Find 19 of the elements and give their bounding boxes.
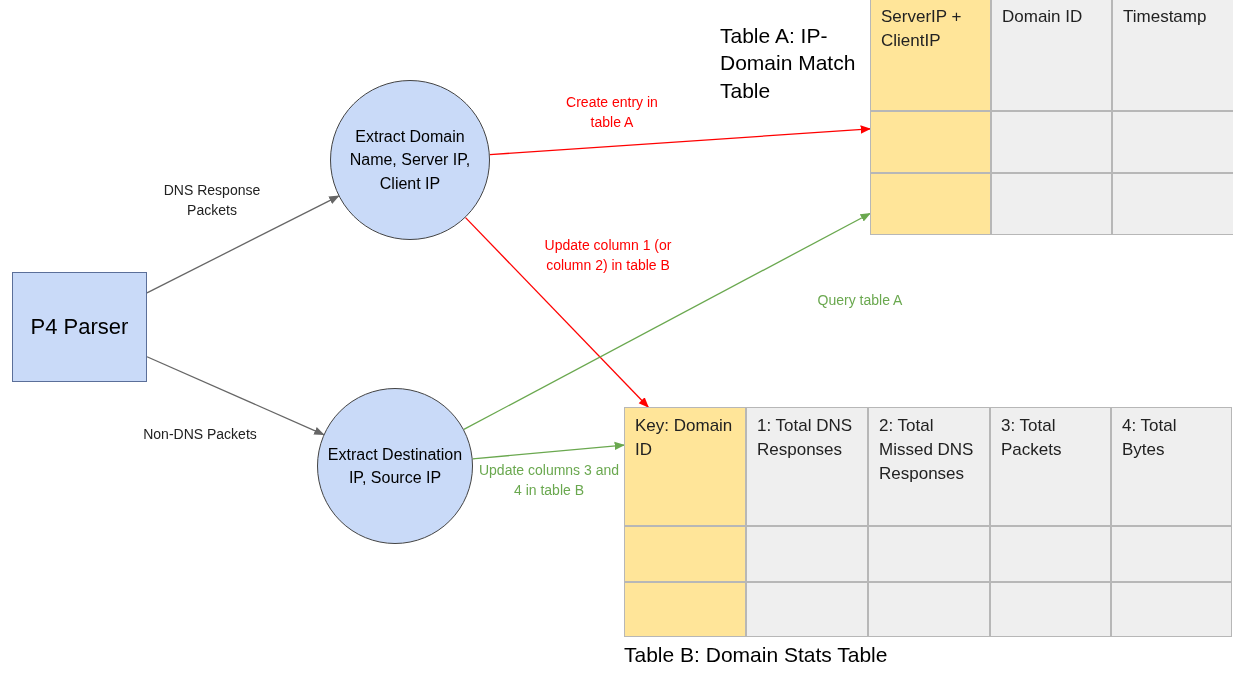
arrow	[472, 441, 626, 460]
process-circle: Extract Destination IP, Source IP	[317, 388, 473, 544]
column-header: Domain ID	[991, 0, 1112, 111]
column-header: ServerIP + ClientIP	[870, 0, 991, 111]
arrow	[464, 216, 649, 408]
table-title: Table B: Domain Stats Table	[624, 642, 889, 668]
column-header: Timestamp	[1112, 0, 1233, 111]
column-header: 1: Total DNS Responses	[746, 407, 868, 526]
arrow	[489, 125, 872, 156]
process-box: P4 Parser	[12, 272, 147, 382]
table-title: Table A: IP-Domain Match Table	[720, 23, 857, 104]
column-header: 4: Total Bytes	[1111, 407, 1232, 526]
arrow	[463, 212, 871, 431]
arrow	[146, 356, 325, 436]
column-header: Key: Domain ID	[624, 407, 746, 526]
arrow	[146, 195, 340, 294]
column-header: 2: Total Missed DNS Responses	[868, 407, 990, 526]
column-header: 3: Total Packets	[990, 407, 1111, 526]
process-circle: Extract Domain Name, Server IP, Client IP	[330, 80, 490, 240]
